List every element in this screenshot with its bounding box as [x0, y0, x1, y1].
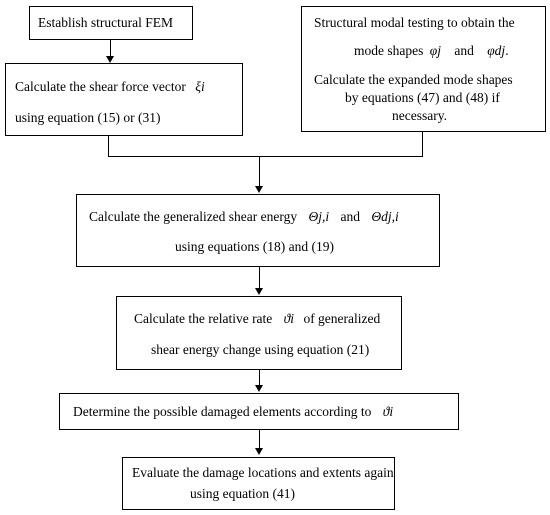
- connector-2-join: [108, 136, 110, 157]
- step-damaged-line1: Determine the possible damaged elements …: [73, 404, 372, 419]
- symbol-theta-ji: Θj,i: [308, 209, 330, 224]
- step-generalized-shear-energy: Calculate the generalized shear energy Θ…: [76, 194, 440, 267]
- connector-6-7: [259, 430, 261, 448]
- step-modal-line1: Structural modal testing to obtain the: [314, 15, 515, 30]
- arrowhead-1-2: [106, 56, 114, 63]
- and-text: and: [454, 43, 474, 58]
- symbol-phi-j: φj: [429, 43, 441, 58]
- step-energy-line2: using equations (18) and (19): [175, 239, 334, 254]
- arrowhead-6-7: [255, 448, 263, 455]
- step-shear-force-vector: Calculate the shear force vector ξi usin…: [5, 63, 243, 136]
- connector-join-horizontal: [108, 156, 423, 158]
- symbol-vartheta: ϑi: [283, 311, 295, 326]
- step-energy-line1: Calculate the generalized shear energy: [89, 209, 298, 224]
- connector-1-2: [110, 40, 112, 56]
- step-shear-force-line1: Calculate the shear force vector: [15, 79, 186, 94]
- symbol-vartheta: ϑi: [382, 404, 394, 419]
- symbol-phi-dj: φdj: [487, 43, 506, 58]
- connector-4-5: [259, 267, 261, 288]
- step-shear-force-line2: using equation (15) or (31): [15, 110, 161, 125]
- step-modal-line3: Calculate the expanded mode shapes: [314, 72, 513, 87]
- step-evaluate-line1: Evaluate the damage locations and extent…: [132, 465, 394, 480]
- step-modal-line2a: mode shapes: [354, 43, 424, 58]
- step-establish-fem: Establish structural FEM: [29, 6, 193, 40]
- step-establish-fem-text: Establish structural FEM: [38, 15, 173, 30]
- step-modal-testing: Structural modal testing to obtain the m…: [301, 6, 546, 132]
- connector-5-6: [259, 370, 261, 385]
- symbol-theta-dji: Θdj,i: [371, 209, 399, 224]
- step-rate-line2: shear energy change using equation (21): [151, 342, 370, 357]
- step-modal-line4: by equations (47) and (48) if: [345, 90, 500, 105]
- connector-3-join: [422, 132, 424, 157]
- symbol-xi: ξi: [195, 79, 205, 94]
- step-rate-line1b: of generalized: [303, 311, 381, 326]
- arrowhead-4-5: [255, 288, 263, 295]
- step-rate-line1a: Calculate the relative rate: [134, 311, 273, 326]
- arrowhead-join-4: [255, 186, 263, 193]
- and-text: and: [340, 209, 361, 224]
- step-damaged-elements: Determine the possible damaged elements …: [59, 393, 459, 430]
- step-relative-rate: Calculate the relative rate ϑi of genera…: [116, 296, 402, 370]
- step-evaluate-line2: using equation (41): [190, 486, 295, 501]
- step-modal-line5: necessary.: [392, 108, 447, 123]
- arrowhead-5-6: [255, 385, 263, 392]
- connector-join-4: [259, 156, 261, 186]
- step-evaluate-damage: Evaluate the damage locations and extent…: [122, 457, 395, 510]
